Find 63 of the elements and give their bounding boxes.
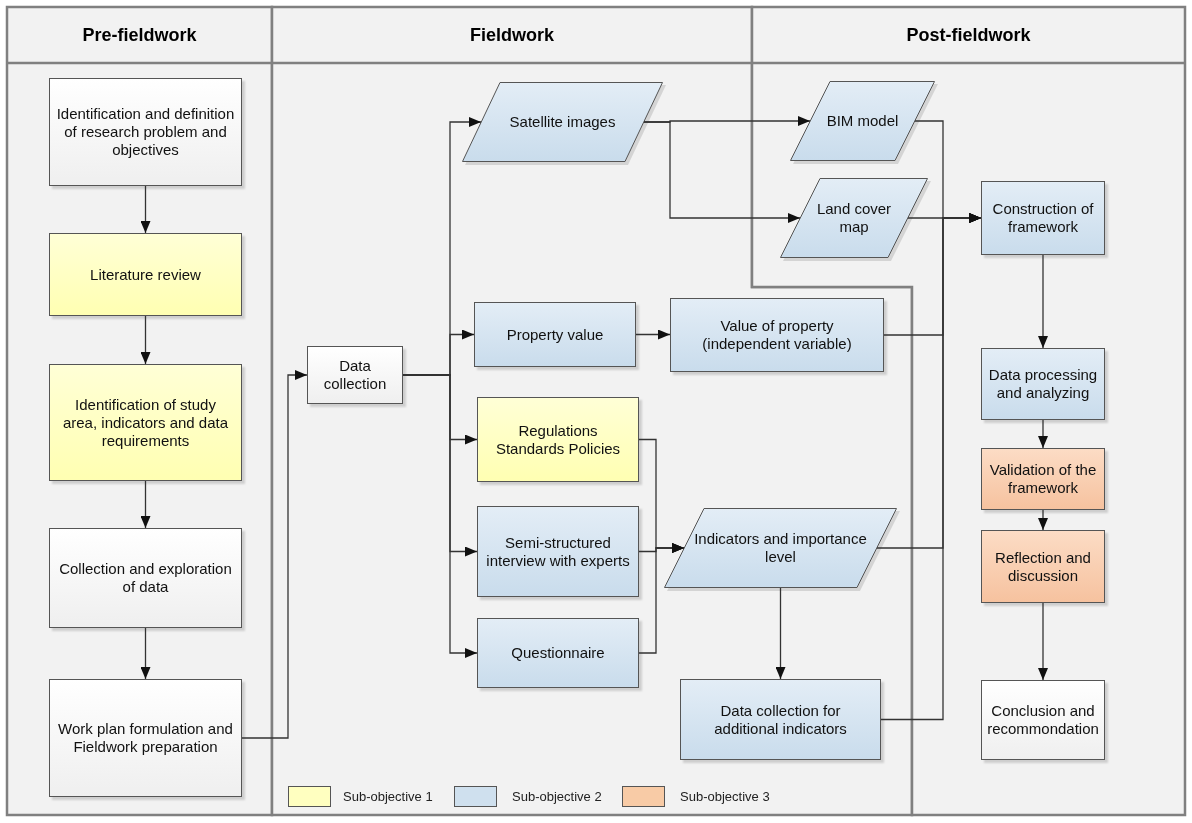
box-label: BIM model — [825, 112, 900, 130]
box-label: Data processing and analyzing — [987, 366, 1099, 402]
process-box — [49, 679, 242, 797]
process-box — [477, 618, 639, 688]
process-box — [474, 302, 636, 367]
box-label: Work plan formulation and Fieldwork preparation — [57, 720, 234, 756]
legend-label: Sub-objective 1 — [343, 789, 433, 804]
arrow — [1038, 509, 1048, 531]
arrow — [140, 185, 151, 234]
arrow — [140, 315, 151, 365]
process-box — [307, 346, 403, 404]
box-label: Property value — [505, 325, 605, 344]
process-box — [680, 679, 881, 760]
box-label: Validation of the framework — [988, 461, 1098, 497]
arrow — [1038, 254, 1048, 349]
box-label: Identification and definition of research problem and objectives — [55, 105, 236, 159]
data-parallelogram — [790, 81, 935, 161]
lane-heading: Post-fieldwork — [905, 23, 1032, 47]
process-box — [981, 348, 1105, 420]
box-label: Identification of study area, indicators and data requirements — [61, 395, 230, 450]
box-label: Reflection and discussion — [994, 548, 1092, 585]
process-box — [49, 364, 242, 481]
swimlane — [7, 7, 272, 815]
box-label: Satellite images — [508, 113, 617, 131]
process-box — [477, 397, 639, 482]
arrow — [638, 543, 685, 654]
arrow — [775, 587, 786, 680]
process-box — [49, 233, 242, 316]
lane-heading: Fieldwork — [469, 23, 555, 47]
box-label: Data collection — [322, 357, 388, 393]
arrow — [241, 370, 308, 739]
process-box — [49, 528, 242, 628]
arrow — [1038, 419, 1048, 449]
legend-label: Sub-objective 3 — [680, 789, 770, 804]
arrow — [643, 121, 801, 223]
process-box — [477, 506, 639, 597]
arrow — [635, 329, 671, 340]
box-label: Semi-structured interview with experts — [485, 533, 631, 570]
box-label: Regulations Standards Policies — [494, 421, 622, 458]
process-box — [981, 448, 1105, 510]
legend-label: Sub-objective 2 — [512, 789, 602, 804]
box-label: Collection and exploration of data — [58, 560, 233, 596]
box-label: Literature review — [89, 265, 202, 284]
process-box — [49, 78, 242, 186]
arrow — [140, 480, 151, 529]
lane-heading: Pre-fieldwork — [81, 23, 198, 47]
process-box — [981, 181, 1105, 255]
process-box — [670, 298, 884, 372]
arrow — [1038, 602, 1048, 681]
box-label: Indicators and importance level — [693, 530, 868, 566]
box-label: Value of property (independent variable) — [701, 317, 853, 353]
box-label: Questionnaire — [510, 644, 606, 662]
box-label: Construction of framework — [991, 200, 1095, 236]
process-box — [981, 530, 1105, 603]
box-label: Data collection for additional indicators — [713, 701, 848, 738]
process-box — [981, 680, 1105, 760]
box-label: Land cover map — [815, 200, 893, 236]
arrow — [140, 627, 151, 680]
arrow — [880, 213, 982, 721]
data-parallelogram — [462, 82, 663, 162]
box-label: Conclusion and recommondation — [986, 702, 1100, 738]
data-parallelogram — [780, 178, 928, 258]
data-parallelogram — [664, 508, 897, 588]
